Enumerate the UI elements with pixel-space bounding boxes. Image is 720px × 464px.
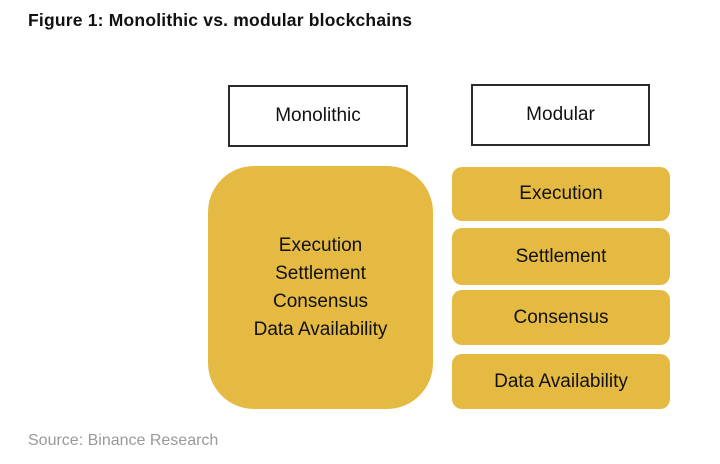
modular-layer-box-consensus: Consensus [452,290,670,345]
modular-header-label: Modular [526,104,595,125]
modular-layer-label-consensus: Consensus [513,306,609,328]
monolithic-layer-execution: Execution [278,234,363,256]
modular-layer-box-execution: Execution [452,167,670,221]
monolithic-header-box: Monolithic [228,85,408,147]
monolithic-layer-settlement: Settlement [275,262,366,284]
modular-header-box: Modular [471,84,650,146]
figure-title: Figure 1: Monolithic vs. modular blockch… [28,10,413,30]
modular-layer-box-data-availability: Data Availability [452,354,670,409]
modular-layer-label-data-availability: Data Availability [494,370,628,392]
modular-layer-box-settlement: Settlement [452,228,670,285]
monolithic-header-label: Monolithic [275,105,361,126]
source-attribution: Source: Binance Research [28,432,219,449]
modular-layer-label-execution: Execution [519,183,603,204]
monolithic-layer-data-availability: Data Availability [253,318,388,340]
modular-layer-label-settlement: Settlement [515,245,607,267]
monolithic-layer-consensus: Consensus [272,290,369,312]
monolithic-stack-block: Execution Settlement Consensus Data Avai… [208,166,433,409]
